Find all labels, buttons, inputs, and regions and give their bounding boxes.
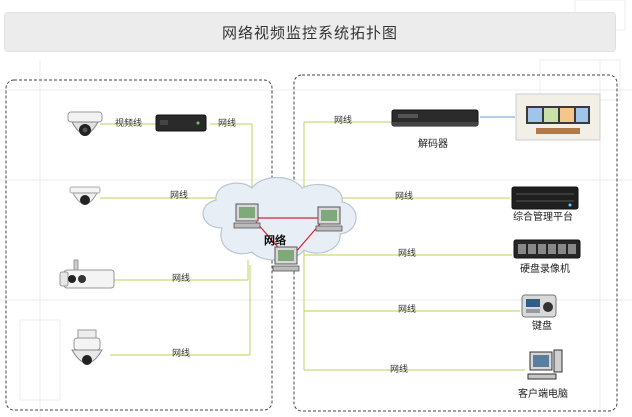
cloud-computer-2 (315, 206, 343, 232)
network-label: 网络 (264, 234, 286, 247)
management-platform-server-icon (511, 186, 579, 210)
cloud-computer-1 (233, 203, 261, 229)
video-cable-label: 视频线 (115, 119, 143, 129)
decoder-label: 解码器 (418, 139, 448, 150)
dome-camera-icon (67, 111, 103, 136)
nvr-icon (513, 239, 581, 259)
decoder-icon (391, 109, 479, 127)
control-keyboard-icon (521, 294, 557, 318)
net-label-6: 网线 (395, 192, 414, 202)
ptz-dome-camera-icon (71, 329, 103, 365)
left-links (100, 123, 253, 356)
cloud-computer-3 (272, 246, 300, 272)
net-label-5: 网线 (334, 116, 353, 126)
page-title: 网络视频监控系统拓扑图 (221, 23, 398, 42)
net-label-9: 网线 (390, 365, 409, 375)
mini-dome-camera-icon (69, 186, 101, 205)
net-label-2: 网线 (170, 191, 189, 201)
nvr-label: 硬盘录像机 (520, 264, 570, 275)
net-label-1: 网线 (218, 119, 237, 129)
left-panel (5, 79, 273, 411)
title-bar: 网络视频监控系统拓扑图 (4, 12, 616, 52)
keyboard-label: 键盘 (532, 321, 552, 332)
bullet-camera-icon (59, 259, 115, 289)
client-pc-icon (527, 349, 563, 380)
video-wall-room-icon (515, 93, 601, 141)
net-label-7: 网线 (398, 249, 417, 259)
net-label-4: 网线 (172, 349, 191, 359)
platform-label: 综合管理平台 (513, 212, 573, 223)
client-pc-label: 客户端电脑 (518, 389, 568, 400)
network-cloud (202, 177, 357, 261)
video-encoder-icon (155, 114, 207, 132)
net-label-3: 网线 (172, 274, 191, 284)
net-label-8: 网线 (398, 305, 417, 315)
